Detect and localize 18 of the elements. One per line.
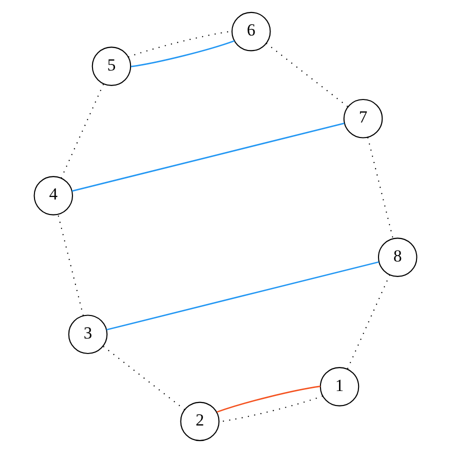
node-circle: 2 — [180, 402, 220, 442]
node-circle: 4 — [33, 176, 73, 216]
connector — [102, 346, 185, 410]
node-circle: 6 — [230, 12, 270, 52]
connector — [57, 214, 84, 316]
connector — [130, 40, 234, 68]
connector — [366, 137, 393, 239]
connector — [346, 274, 390, 370]
connector — [216, 386, 320, 413]
connector — [106, 261, 378, 330]
node-circle: 1 — [319, 367, 359, 406]
connector — [265, 42, 348, 108]
connector — [71, 122, 344, 192]
node-circle: 5 — [91, 46, 131, 86]
node-circle: 3 — [68, 314, 108, 354]
node-circle: 8 — [377, 238, 417, 277]
node-circle: 7 — [342, 98, 382, 138]
connector — [60, 84, 104, 178]
